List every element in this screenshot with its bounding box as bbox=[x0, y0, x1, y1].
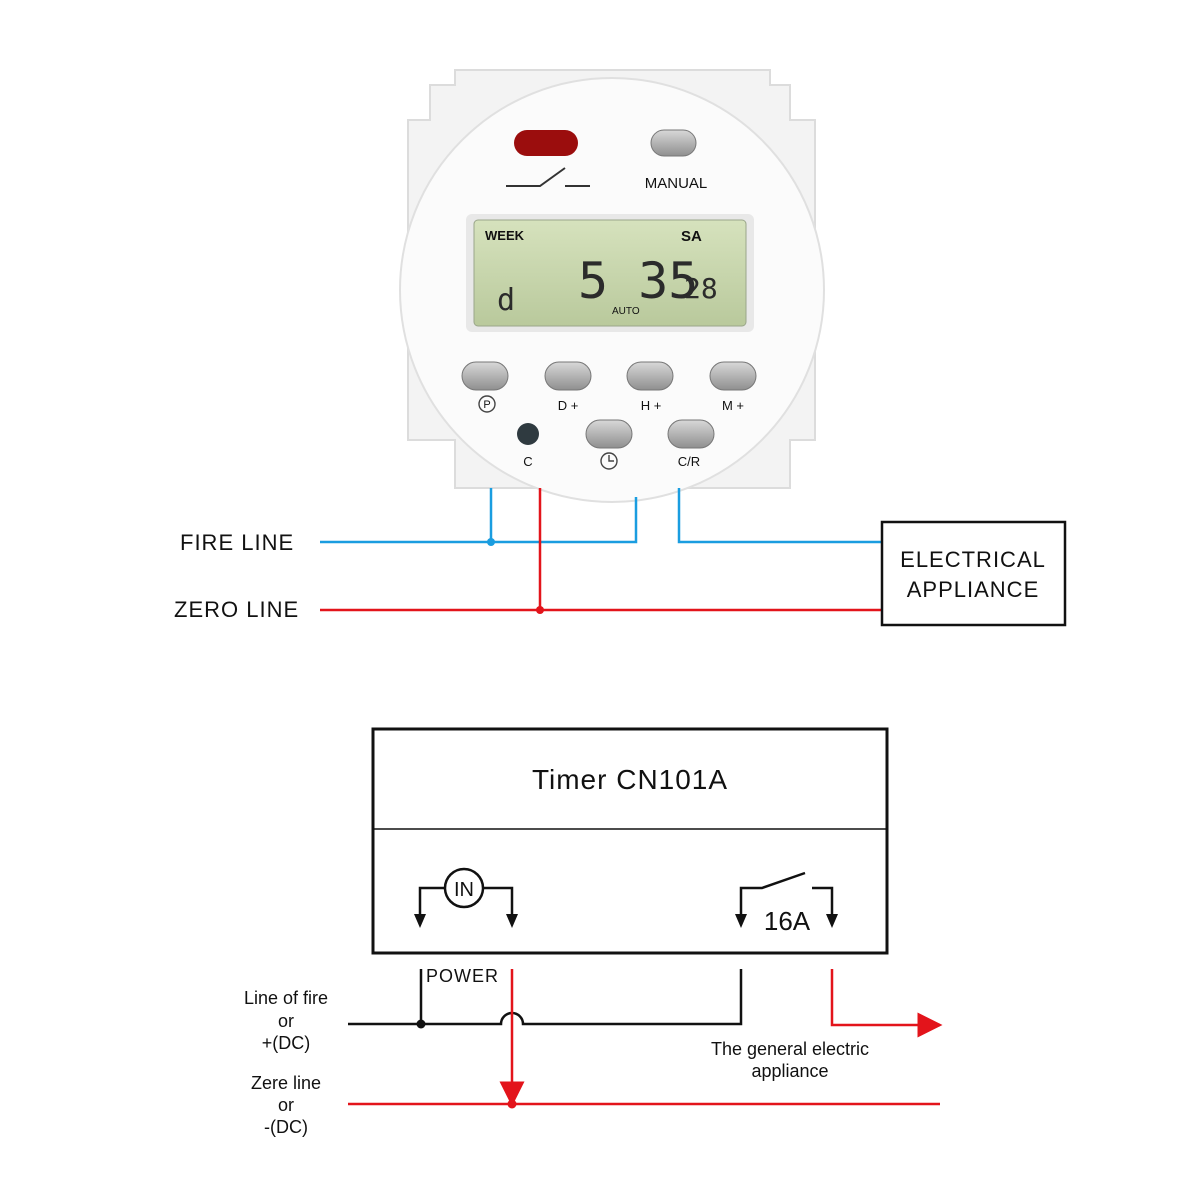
timer-device: MANUAL WEEK SA d 5 35 28 AUTO P D + H + … bbox=[399, 69, 825, 503]
clock-button[interactable] bbox=[585, 419, 633, 449]
appliance-box bbox=[880, 520, 1067, 627]
zero-wire bbox=[320, 488, 882, 612]
hour-plus-label: H + bbox=[641, 398, 662, 413]
clock-icon bbox=[600, 452, 618, 470]
minute-plus-label: M + bbox=[722, 398, 744, 413]
switched-wire bbox=[677, 488, 882, 544]
lcd-screen bbox=[473, 219, 747, 327]
load-wire bbox=[830, 969, 943, 1038]
coil-label: IN bbox=[454, 879, 474, 901]
zero-line-label: ZERO LINE bbox=[174, 597, 299, 622]
manual-label: MANUAL bbox=[645, 175, 708, 192]
fire-wire bbox=[320, 488, 638, 544]
program-button[interactable] bbox=[461, 361, 509, 391]
coil-leads bbox=[418, 886, 514, 920]
zero-schematic-junction bbox=[507, 1099, 517, 1109]
fire-schematic-junction bbox=[416, 1019, 426, 1029]
day-plus-button[interactable] bbox=[544, 361, 592, 391]
lcd-day: d bbox=[497, 283, 515, 318]
circled-p-icon: P bbox=[478, 395, 496, 413]
day-plus-label: D + bbox=[558, 398, 579, 413]
rating-label: 16A bbox=[764, 906, 811, 936]
lcd-auto: AUTO bbox=[612, 306, 640, 317]
c-reset-button[interactable] bbox=[517, 423, 539, 445]
zero-text-1: Zere line bbox=[251, 1073, 321, 1093]
contact-arrows bbox=[735, 914, 838, 928]
lcd-time: 5 35 bbox=[578, 252, 698, 310]
zero-junction bbox=[536, 606, 544, 614]
top-wiring: FIRE LINE ZERO LINE ELECTRICAL APPLIANCE bbox=[174, 488, 1067, 627]
schematic: Timer CN101A IN 16A POWER Line of fire o… bbox=[244, 727, 943, 1137]
hour-plus-button[interactable] bbox=[626, 361, 674, 391]
lcd-mode: SA bbox=[681, 228, 702, 245]
schematic-title: Timer CN101A bbox=[532, 764, 728, 795]
relay-contact bbox=[739, 871, 834, 920]
svg-text:P: P bbox=[483, 399, 490, 411]
lcd-seconds: 28 bbox=[684, 272, 718, 305]
lcd-week: WEEK bbox=[485, 228, 525, 243]
fire-junction bbox=[487, 538, 495, 546]
minute-plus-button[interactable] bbox=[709, 361, 757, 391]
fire-line-label: FIRE LINE bbox=[180, 530, 294, 555]
schematic-box bbox=[371, 727, 889, 955]
coil-arrows bbox=[414, 914, 518, 928]
power-label: POWER bbox=[426, 966, 499, 986]
fire-schematic-wire bbox=[348, 969, 743, 1026]
zero-text-3: -(DC) bbox=[264, 1117, 308, 1137]
appliance-line1: ELECTRICAL bbox=[900, 547, 1046, 572]
manual-button[interactable] bbox=[650, 129, 697, 157]
fire-text-3: +(DC) bbox=[262, 1033, 311, 1053]
status-led bbox=[514, 130, 578, 156]
fire-text-2: or bbox=[278, 1011, 294, 1031]
zero-schematic-wire bbox=[348, 969, 940, 1104]
cr-button[interactable] bbox=[667, 419, 715, 449]
c-label: C bbox=[523, 454, 532, 469]
zero-text-2: or bbox=[278, 1095, 294, 1115]
appliance-line2: APPLIANCE bbox=[907, 577, 1040, 602]
appliance-text-1: The general electric bbox=[711, 1039, 869, 1059]
coil-symbol bbox=[443, 867, 485, 909]
cr-label: C/R bbox=[678, 454, 700, 469]
switch-symbol-icon bbox=[506, 167, 590, 187]
appliance-text-2: appliance bbox=[751, 1061, 828, 1081]
fire-text-1: Line of fire bbox=[244, 988, 328, 1008]
